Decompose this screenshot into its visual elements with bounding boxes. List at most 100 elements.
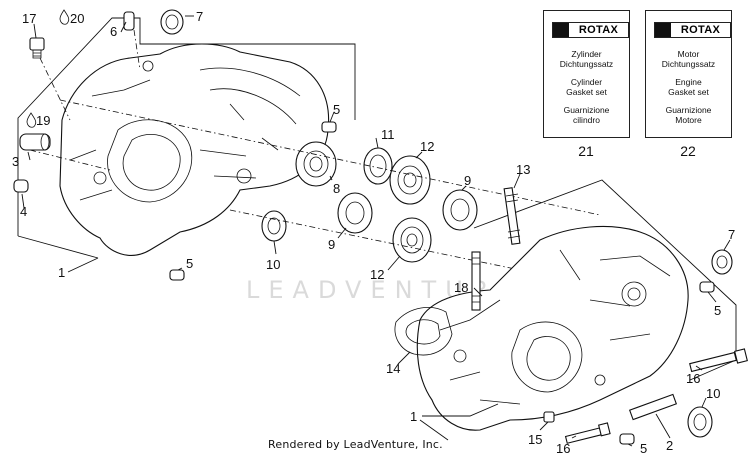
callout-2: 2 (666, 438, 673, 453)
callout-21: 21 (578, 143, 594, 159)
part-7-seal-top (160, 9, 184, 35)
part-5-dowel-c (699, 281, 715, 293)
callout-13: 13 (516, 162, 530, 177)
callout-10-left: 10 (266, 257, 280, 272)
callout-18: 18 (454, 280, 468, 295)
left-group-outline-bottom (17, 235, 99, 259)
callout-10-right: 10 (706, 386, 720, 401)
right-case-boss (621, 281, 647, 307)
part-19-sealant-drop-icon (26, 112, 37, 128)
axis-line-left-small (29, 149, 111, 171)
callout-16-right: 16 (686, 371, 700, 386)
part-10-seal-left (261, 210, 287, 242)
callout-19: 19 (36, 113, 50, 128)
callout-20: 20 (70, 11, 84, 26)
kit-card-engine: ROTAX Motor Dichtungssatz Engine Gasket … (645, 10, 732, 138)
right-case-boss-3 (594, 374, 606, 386)
callout-5-right: 5 (714, 303, 721, 318)
right-group-outline (473, 179, 737, 360)
callout-6: 6 (110, 24, 117, 39)
callout-8: 8 (333, 181, 340, 196)
part-16-bolt-right (689, 348, 748, 373)
card-line: Motor (677, 49, 700, 59)
callout-12-top: 12 (420, 139, 434, 154)
callout-1-left: 1 (58, 265, 65, 280)
part-5-dowel-b (169, 269, 185, 281)
footer-credit: Rendered by LeadVenture, Inc. (268, 438, 443, 451)
card-line: Gasket set (566, 87, 607, 97)
callout-17: 17 (22, 11, 36, 26)
part-14-gasket (394, 307, 453, 356)
card-line: Gasket set (668, 87, 709, 97)
card-line: cilindro (573, 115, 600, 125)
card-line: Dichtungssatz (559, 59, 614, 69)
part-17-plug (29, 37, 45, 59)
part-6-dowel (123, 11, 135, 31)
left-case-boss (236, 168, 252, 184)
part-15-plug (543, 411, 555, 423)
right-crankcase-bore-inner (526, 336, 571, 381)
left-crankcase-bore-inner (122, 133, 181, 191)
part-18-stud (471, 251, 481, 311)
rotax-logo: ROTAX (552, 22, 629, 38)
rotax-brand-text: ROTAX (578, 24, 619, 36)
part-7-seal-right (711, 249, 733, 275)
callout-16-bottom: 16 (556, 441, 570, 456)
rotax-logo-mark (553, 23, 569, 37)
callout-5-left: 5 (186, 256, 193, 271)
callout-7-top: 7 (196, 9, 203, 24)
callout-15: 15 (528, 432, 542, 447)
part-16-bolt-bottom (564, 422, 611, 444)
callout-11: 11 (381, 127, 395, 142)
left-group-outline (17, 17, 356, 236)
rotax-brand-text: ROTAX (680, 24, 721, 36)
card-line: Dichtungssatz (661, 59, 716, 69)
rotax-logo-mark (655, 23, 671, 37)
callout-5-top: 5 (333, 102, 340, 117)
callout-4: 4 (20, 204, 27, 219)
right-group-outline-bottom (419, 359, 737, 441)
card-line: Guarnizione (665, 105, 712, 115)
right-case-boss-2 (453, 349, 467, 363)
part-5-dowel-d (619, 433, 635, 445)
leader-lines (21, 15, 731, 447)
part-12-bearing-bottom (392, 217, 432, 263)
callout-14: 14 (386, 361, 400, 376)
card-line: Motore (675, 115, 702, 125)
callout-1-right: 1 (410, 409, 417, 424)
part-11-seal (363, 147, 393, 185)
left-case-boss-3 (142, 60, 154, 72)
part-12-bearing-top (389, 155, 431, 205)
card-line: Cylinder (570, 77, 603, 87)
part-4-small-bushing (13, 179, 29, 193)
callout-22: 22 (680, 143, 696, 159)
part-8-bearing (295, 141, 337, 187)
callout-12-bottom: 12 (370, 267, 384, 282)
part-20-sealant-drop-icon (59, 9, 70, 25)
part-9-bearing-right (442, 189, 478, 231)
part-2-sleeve (628, 393, 678, 421)
part-3-bushing (19, 133, 51, 151)
callout-9-right: 9 (464, 173, 471, 188)
card-line: Engine (675, 77, 702, 87)
part-5-dowel-a (321, 121, 337, 133)
callout-7-right: 7 (728, 227, 735, 242)
rotax-logo: ROTAX (654, 22, 731, 38)
right-crankcase-bore (511, 321, 583, 393)
callout-3: 3 (12, 154, 19, 169)
left-case-boss-2 (93, 171, 107, 185)
left-crankcase-ribs (69, 67, 301, 201)
right-crankcase-ribs (439, 249, 671, 405)
callout-5-bottom: 5 (640, 441, 647, 456)
left-crankcase-half (59, 43, 330, 256)
right-case-boss-inner (627, 287, 641, 301)
card-line: Zylinder (571, 49, 602, 59)
part-14-gasket-inner (405, 319, 441, 345)
axis-line-plug (39, 57, 71, 121)
callout-9-left: 9 (328, 237, 335, 252)
part-9-bearing-left (337, 192, 373, 234)
part-10-seal-right (687, 406, 713, 438)
right-crankcase-half (416, 225, 689, 431)
